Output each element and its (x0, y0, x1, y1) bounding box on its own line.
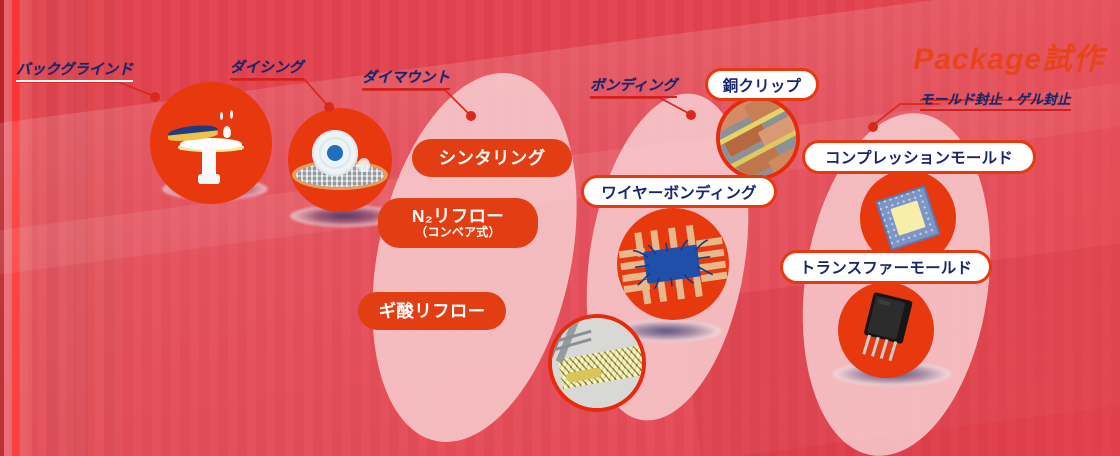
callout-bonding[interactable]: ボンディング (590, 74, 678, 98)
callout-backgrind-label: バックグラインド (16, 62, 134, 78)
bonding-leader-dot (686, 110, 696, 120)
pill-compression-mold[interactable]: コンプレッションモールド (802, 140, 1036, 174)
pill-sintering[interactable]: シンタリング (412, 139, 572, 177)
callout-diemount[interactable]: ダイマウント (362, 66, 451, 90)
transfer-mold-package (838, 282, 934, 378)
callout-bonding-label: ボンディング (590, 78, 678, 94)
callout-rule (920, 109, 1071, 111)
wire-bond-photo (548, 314, 646, 412)
callout-rule (16, 80, 134, 82)
callout-dicing[interactable]: ダイシング (230, 56, 304, 80)
diemount-leader-dot (466, 111, 476, 121)
copper-clip-photo (716, 96, 800, 180)
callout-mold-seal[interactable]: モールド封止・ゲル封止 (920, 88, 1071, 111)
pill-compression-mold-label: コンプレッションモールド (825, 150, 1013, 167)
pill-formic-reflow[interactable]: ギ酸リフロー (358, 292, 506, 330)
callout-mold-seal-label: モールド封止・ゲル封止 (920, 92, 1071, 107)
page-title: Package試作 (913, 43, 1104, 76)
pill-n2-reflow-sublabel: （コンベア式） (415, 225, 501, 240)
pill-transfer-mold[interactable]: トランスファーモールド (780, 250, 992, 284)
callout-rule (230, 78, 304, 80)
dicing-shadow (290, 205, 400, 227)
callout-dicing-label: ダイシング (230, 60, 304, 76)
callout-rule (590, 96, 678, 98)
pill-copper-clip[interactable]: 銅クリップ (705, 68, 819, 101)
pill-copper-clip-label: 銅クリップ (722, 77, 802, 95)
callout-rule (362, 88, 451, 90)
dicing-leader-dot (324, 102, 334, 112)
pill-sintering-label: シンタリング (438, 147, 546, 168)
callout-backgrind[interactable]: バックグラインド (16, 58, 134, 82)
pill-n2-reflow[interactable]: N₂リフロー （コンベア式） (378, 198, 538, 248)
wire-bond-illustration (617, 208, 729, 320)
callout-diemount-label: ダイマウント (362, 70, 451, 86)
pill-formic-reflow-label: ギ酸リフロー (378, 300, 486, 321)
backgrind-leader-dot (150, 92, 160, 102)
pill-wire-bonding-label: ワイヤーボンディング (601, 184, 757, 202)
moldseal-leader-dot (868, 122, 878, 132)
pill-n2-reflow-label: N₂リフロー (411, 205, 505, 226)
dicing-circle (288, 108, 392, 212)
pill-wire-bonding[interactable]: ワイヤーボンディング (581, 175, 777, 208)
pill-transfer-mold-label: トランスファーモールド (799, 260, 973, 277)
backgrind-circle (150, 82, 272, 204)
